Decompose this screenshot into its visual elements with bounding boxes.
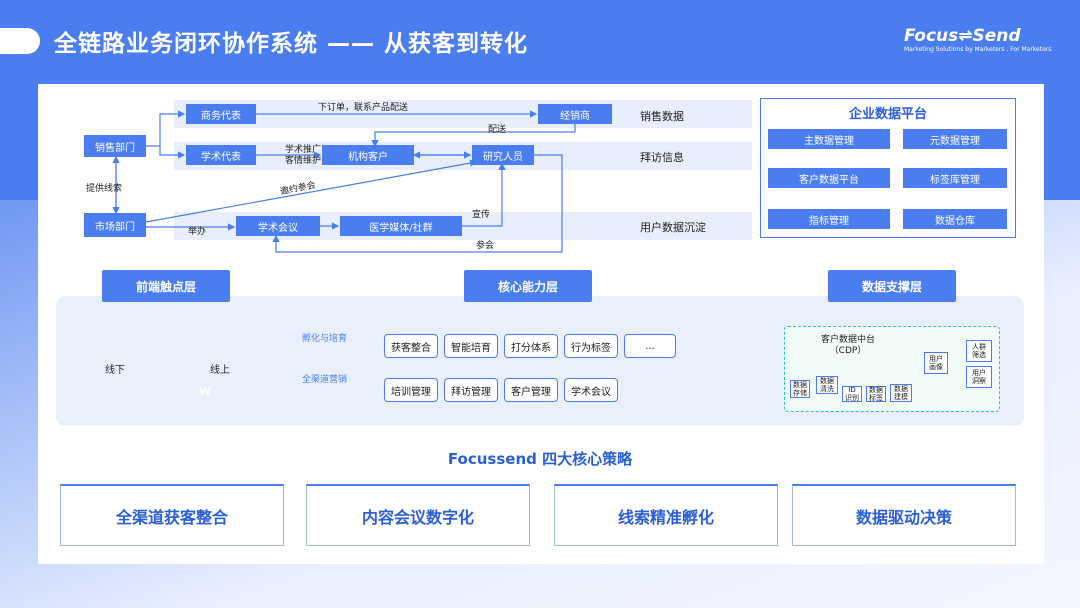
capability-tag-nurture: 孵化与培育 bbox=[302, 334, 348, 344]
cdp-title-text: 客户数据中台 bbox=[820, 335, 875, 345]
edge-label-publicize: 宣传 bbox=[472, 210, 491, 220]
cdp-subtitle-text: （CDP） bbox=[829, 346, 867, 356]
row-label-user: 用户数据沉淀 bbox=[640, 221, 706, 234]
capability-acquisition: 获客整合 bbox=[384, 334, 438, 358]
cdp-title: 客户数据中台 （CDP） bbox=[812, 335, 884, 357]
online-w-icon: W bbox=[198, 384, 212, 398]
layer-front: 前端触点层 bbox=[102, 270, 230, 302]
node-market-dept: 市场部门 bbox=[84, 213, 146, 237]
capability-customer: 客户管理 bbox=[504, 378, 558, 402]
channel-online-label: 线上 bbox=[210, 365, 230, 376]
cdp-source-tags: 数据 标签 bbox=[866, 386, 886, 402]
edge-label-attend: 参会 bbox=[476, 241, 495, 251]
layer-core: 核心能力层 bbox=[464, 270, 592, 302]
platform-item-warehouse: 数据仓库 bbox=[903, 209, 1007, 229]
edge-label-promote: 学术推广 bbox=[285, 145, 322, 155]
edge-label-maintain: 客情维护 bbox=[285, 156, 322, 166]
node-sales-rep: 商务代表 bbox=[186, 104, 256, 124]
platform-item-tags: 标签库管理 bbox=[903, 168, 1007, 188]
channel-offline-label: 线下 bbox=[105, 365, 125, 376]
strategy-nurture: 线索精准孵化 bbox=[554, 484, 778, 546]
edge-label-clues: 提供线索 bbox=[86, 184, 123, 194]
capability-tag-omnichannel: 全渠道营销 bbox=[302, 375, 348, 385]
row-label-visit: 拜访信息 bbox=[640, 151, 684, 164]
layer-data: 数据支撑层 bbox=[828, 270, 956, 302]
strategy-omnichannel: 全渠道获客整合 bbox=[60, 484, 284, 546]
brand-tagline: Marketing Solutions by Marketers , For M… bbox=[904, 46, 1052, 53]
cdp-output-insight: 用户 洞察 bbox=[966, 366, 992, 388]
platform-title: 企业数据平台 bbox=[848, 107, 927, 122]
row-label-sales: 销售数据 bbox=[640, 110, 684, 123]
capability-behavior-tags: 行为标签 bbox=[564, 334, 618, 358]
node-institution: 机构客户 bbox=[322, 145, 414, 165]
cdp-source-clean: 数据 清洗 bbox=[816, 376, 838, 394]
capability-more: ... bbox=[624, 334, 676, 358]
capability-smart-nurture: 智能培育 bbox=[444, 334, 498, 358]
title-accent-pill bbox=[0, 28, 40, 54]
node-media: 医学媒体/社群 bbox=[340, 216, 462, 236]
edge-label-deliver: 配送 bbox=[488, 125, 507, 135]
cdp-output-segment: 人群 筛选 bbox=[966, 340, 992, 362]
node-researcher: 研究人员 bbox=[472, 145, 534, 165]
capability-scoring: 打分体系 bbox=[504, 334, 558, 358]
row-band-visit bbox=[174, 142, 752, 170]
cdp-user-portrait: 用户 画像 bbox=[924, 352, 948, 374]
platform-item-cdp: 客户数据平台 bbox=[768, 168, 890, 188]
edge-label-order: 下订单，联系产品配送 bbox=[318, 103, 409, 113]
capability-training: 培训管理 bbox=[384, 378, 438, 402]
page-title: 全链路业务闭环协作系统 —— 从获客到转化 bbox=[54, 31, 529, 57]
node-academic-rep: 学术代表 bbox=[186, 145, 256, 165]
platform-item-master-data: 主数据管理 bbox=[768, 129, 890, 149]
capability-meeting: 学术会议 bbox=[564, 378, 618, 402]
brand-logo: Focus⇌Send bbox=[904, 26, 1021, 46]
node-sales-dept: 销售部门 bbox=[84, 135, 146, 157]
node-distributor: 经销商 bbox=[538, 104, 612, 124]
node-academic-meeting: 学术会议 bbox=[236, 216, 320, 236]
capability-visit: 拜访管理 bbox=[444, 378, 498, 402]
cdp-source-model: 数据 建模 bbox=[890, 384, 912, 402]
platform-item-metadata: 元数据管理 bbox=[903, 129, 1007, 149]
platform-item-metrics: 指标管理 bbox=[768, 209, 890, 229]
strategy-data: 数据驱动决策 bbox=[792, 484, 1016, 546]
edge-label-host: 举办 bbox=[188, 227, 207, 237]
strategy-content: 内容会议数字化 bbox=[306, 484, 530, 546]
strategy-title: Focussend 四大核心策略 bbox=[447, 450, 633, 468]
cdp-source-storage: 数据 存储 bbox=[790, 380, 810, 398]
cdp-source-id: ID 识别 bbox=[842, 386, 862, 402]
